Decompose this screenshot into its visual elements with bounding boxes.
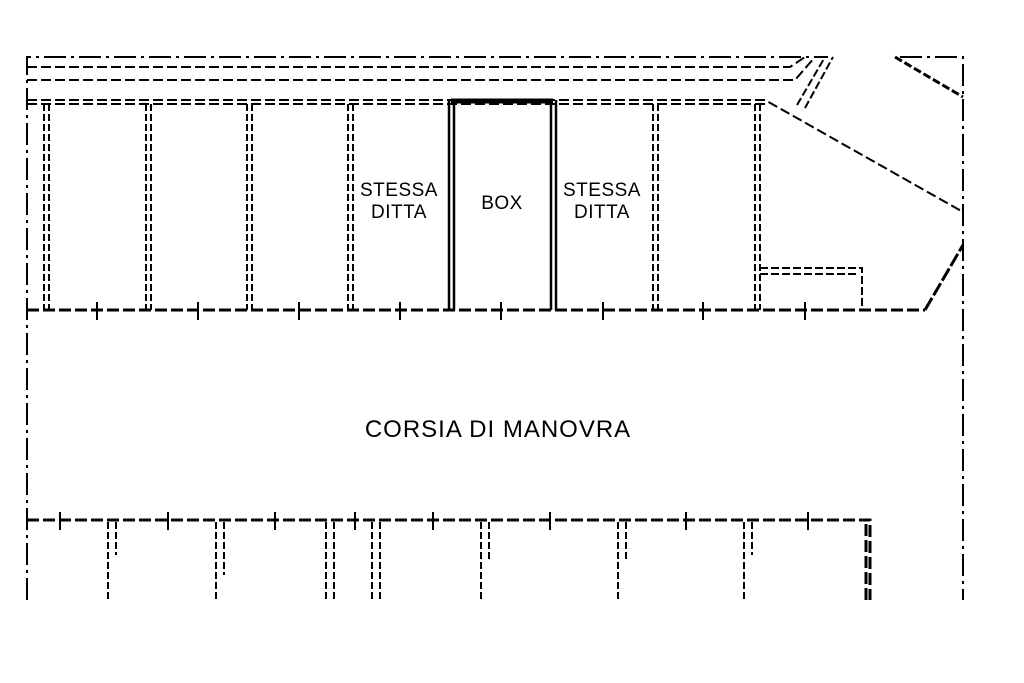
left-stall-label-line2: DITTA: [371, 202, 427, 223]
box-label: BOX: [481, 193, 523, 214]
aisle-label: CORSIA DI MANOVRA: [364, 416, 632, 443]
ramp-line: [796, 56, 834, 109]
road-edge-line: [27, 56, 806, 68]
box-side-walls: [447, 100, 558, 310]
right-stall-label-line1: STESSA: [563, 180, 641, 201]
stall-row-top-wall: [27, 99, 964, 213]
property-boundary: [26, 56, 964, 600]
diagonal-wall: [923, 244, 965, 311]
road-edge-line: [27, 56, 816, 81]
left-stall-label: STESSA DITTA: [355, 180, 443, 224]
left-stall-label-line1: STESSA: [360, 180, 438, 201]
ramp-line: [894, 55, 964, 99]
stall-partitions: [43, 104, 761, 310]
lower-partitions: [107, 522, 753, 600]
right-stall-label-line2: DITTA: [574, 202, 630, 223]
small-room: [760, 267, 863, 310]
lower-row-top-wall: [27, 518, 872, 600]
right-stall-label: STESSA DITTA: [558, 180, 646, 224]
